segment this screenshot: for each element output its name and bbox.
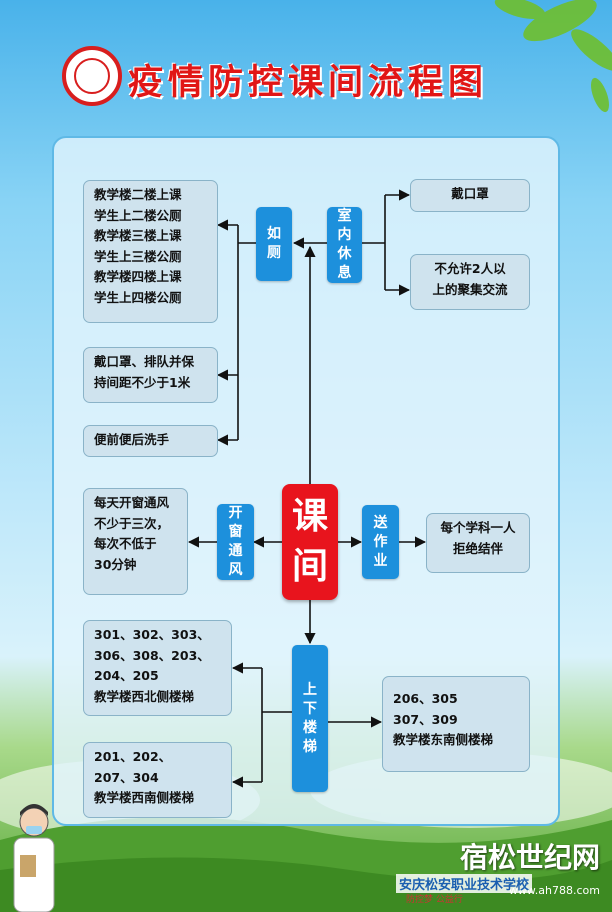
rest-mask-box: 戴口罩 (410, 179, 530, 212)
node-indoor-rest: 室 内 休 息 (327, 207, 362, 283)
node-vent-char: 风 (228, 562, 243, 578)
toilet-floor-line: 教学楼四楼上课 (94, 269, 182, 284)
toilet-floor-line: 学生上四楼公厕 (94, 289, 182, 305)
homework-detail-box: 每个学科一人 拒绝结伴 (426, 513, 530, 573)
node-vent-char: 通 (228, 543, 243, 559)
leaves-decoration (494, 0, 612, 113)
ventilation-line: 每次不低于 (94, 536, 157, 551)
node-homework-char: 送 (373, 514, 388, 531)
toilet-floor-line: 教学楼三楼上课 (94, 228, 182, 243)
toilet-queue-box: 戴口罩、排队并保 持间距不少于1米 (83, 347, 218, 403)
logo-emblem-icon (74, 58, 110, 94)
node-rest-char: 息 (337, 265, 352, 281)
ventilation-line: 30分钟 (94, 556, 137, 572)
site-watermark: 宿松世纪网 (459, 841, 600, 874)
ventilation-line: 每天开窗通风 (94, 495, 170, 510)
center-char: 课 (291, 496, 328, 537)
stairs-northwest-box: 301、302、303、 306、308、203、 204、205 教学楼西北侧… (83, 620, 232, 716)
stairs-southeast-box: 206、305 307、309 教学楼东南侧楼梯 (382, 676, 530, 772)
center-char: 间 (291, 546, 328, 587)
node-rest-char: 室 (337, 208, 352, 224)
node-homework-char: 作 (373, 533, 388, 550)
homework-line: 每个学科一人 (440, 520, 516, 535)
node-ventilation: 开 窗 通 风 (217, 504, 254, 580)
doctor-figure (13, 804, 55, 912)
node-stairs-char: 楼 (303, 719, 317, 736)
stairs-se-line: 教学楼东南侧楼梯 (393, 732, 494, 747)
stairs-sw-line: 201、202、 (94, 749, 172, 764)
node-stairs-char: 上 (303, 681, 317, 698)
rest-no-gather-box: 不允许2人以 上的聚集交流 (410, 254, 530, 310)
node-stairs-char: 梯 (303, 738, 317, 755)
poster-title: 疫情防控课间流程图 (128, 63, 489, 103)
toilet-queue-line: 持间距不少于1米 (94, 374, 191, 390)
node-homework-char: 业 (373, 552, 388, 569)
ventilation-detail-box: 每天开窗通风 不少于三次， 每次不低于 30分钟 (83, 488, 188, 595)
node-rest-char: 内 (337, 227, 352, 243)
rest-mask-line: 戴口罩 (451, 186, 489, 201)
toilet-wash-box: 便前便后洗手 (83, 425, 218, 457)
node-homework: 送 作 业 (362, 505, 399, 579)
stairs-se-line: 206、305 (393, 691, 458, 706)
rest-no-gather-line: 上的聚集交流 (432, 281, 508, 297)
node-vent-char: 窗 (228, 524, 243, 540)
node-toilet-char: 厕 (267, 245, 281, 261)
node-break-time: 课 间 (282, 484, 338, 600)
stairs-nw-line: 教学楼西北侧楼梯 (94, 688, 195, 704)
toilet-floor-line: 教学楼二楼上课 (94, 187, 182, 202)
stairs-nw-line: 204、205 (94, 668, 159, 683)
node-stairs-char: 下 (303, 700, 317, 717)
node-vent-char: 开 (228, 505, 243, 521)
node-rest-char: 休 (337, 246, 352, 262)
toilet-wash-line: 便前便后洗手 (94, 432, 170, 447)
toilet-floors-box: 教学楼二楼上课 学生上二楼公厕 教学楼三楼上课 学生上三楼公厕 教学楼四楼上课 … (83, 180, 218, 323)
school-name: 安庆松安职业技术学校 (396, 874, 533, 893)
rest-no-gather-line: 不允许2人以 (434, 261, 506, 276)
stairs-nw-line: 301、302、303、 (94, 627, 210, 642)
node-toilet-char: 如 (267, 226, 281, 242)
footer-slogan: 防控梦 公益行 (406, 895, 463, 905)
stairs-sw-line: 教学楼西南侧楼梯 (94, 790, 195, 805)
stairs-se-line: 307、309 (393, 711, 458, 727)
node-stairs: 上 下 楼 梯 (292, 645, 328, 792)
toilet-floor-line: 学生上二楼公厕 (94, 207, 182, 223)
toilet-queue-line: 戴口罩、排队并保 (94, 354, 195, 369)
homework-line: 拒绝结伴 (452, 540, 503, 556)
ventilation-line: 不少于三次， (94, 515, 170, 531)
school-logo (62, 46, 122, 106)
stairs-southwest-box: 201、202、 207、304 教学楼西南侧楼梯 (83, 742, 232, 818)
stairs-sw-line: 207、304 (94, 769, 159, 785)
node-toilet: 如 厕 (256, 207, 292, 281)
stairs-nw-line: 306、308、203、 (94, 647, 210, 663)
toilet-floor-line: 学生上三楼公厕 (94, 248, 182, 264)
